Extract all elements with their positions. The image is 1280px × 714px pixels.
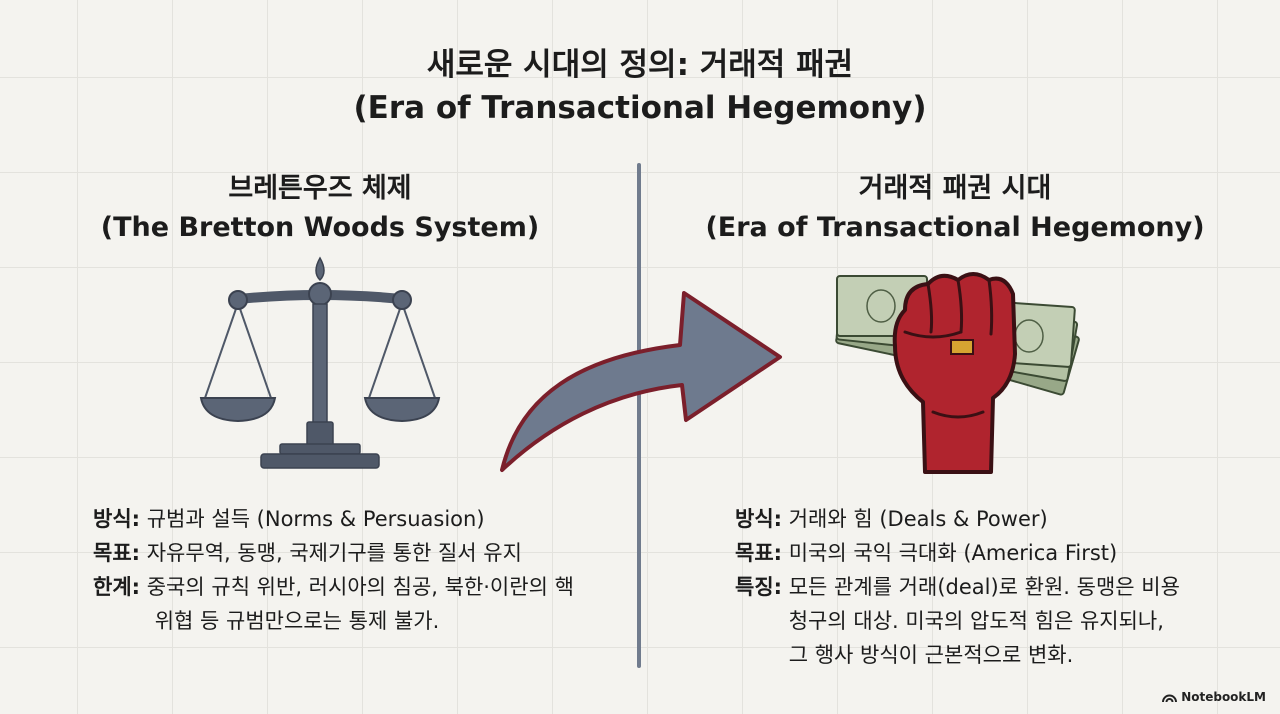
page-title-korean: 새로운 시대의 정의: 거래적 패권 (426, 47, 854, 83)
right-column-heading: 거래적 패권 시대 (Era of Transactional Hegemony… (705, 169, 1205, 247)
bullet-label: 한계: (93, 575, 141, 599)
right-bullet-list: 방식: 거래와 힘 (Deals & Power)목표: 미국의 국익 극대화 … (735, 502, 1180, 672)
bullet-text-line: 거래와 힘 (Deals & Power) (788, 507, 1048, 531)
right-bullet-item: 목표: 미국의 국익 극대화 (America First) (735, 536, 1180, 570)
right-bullet-item: 방식: 거래와 힘 (Deals & Power) (735, 502, 1180, 536)
bullet-text: 자유무역, 동맹, 국제기구를 통한 질서 유지 (147, 536, 522, 570)
bullet-text: 미국의 국익 극대화 (America First) (789, 536, 1117, 570)
fist-with-money-icon (835, 272, 1080, 474)
page-title: 새로운 시대의 정의: 거래적 패권 (Era of Transactional… (0, 44, 1280, 130)
page-title-english: (Era of Transactional Hegemony) (353, 90, 927, 126)
brand-label: NotebookLM (1181, 690, 1266, 704)
bullet-text-line: 규범과 설득 (Norms & Persuasion) (146, 507, 485, 531)
center-divider (637, 163, 641, 668)
right-heading-english: (Era of Transactional Hegemony) (705, 212, 1205, 243)
left-heading-korean: 브레튼우즈 체제 (228, 173, 412, 204)
left-bullet-item: 목표: 자유무역, 동맹, 국제기구를 통한 질서 유지 (93, 536, 574, 570)
brand-badge: NotebookLM (1162, 690, 1266, 704)
bullet-text: 규범과 설득 (Norms & Persuasion) (147, 502, 485, 536)
bullet-text-line: 중국의 규칙 위반, 러시아의 침공, 북한·이란의 핵 (146, 575, 574, 599)
bullet-label: 목표: (93, 541, 141, 565)
bullet-label: 특징: (735, 575, 783, 599)
bullet-label: 목표: (735, 541, 783, 565)
bullet-text-line: 자유무역, 동맹, 국제기구를 통한 질서 유지 (146, 541, 522, 565)
balance-scale-icon (199, 256, 441, 469)
bullet-text-line: 그 행사 방식이 근본적으로 변화. (788, 643, 1074, 667)
bullet-label: 방식: (735, 507, 783, 531)
right-heading-korean: 거래적 패권 시대 (858, 173, 1052, 204)
bullet-text-line: 위협 등 규범만으로는 통제 불가. (154, 609, 440, 633)
bullet-label: 방식: (93, 507, 141, 531)
left-heading-english: (The Bretton Woods System) (100, 212, 540, 243)
bullet-text-line: 청구의 대상. 미국의 압도적 힘은 유지되나, (788, 609, 1164, 633)
curved-arrow-icon (500, 291, 782, 472)
notebooklm-logo-icon (1162, 694, 1178, 702)
bullet-text-line: 모든 관계를 거래(deal)로 환원. 동맹은 비용 (788, 575, 1180, 599)
left-bullet-item: 방식: 규범과 설득 (Norms & Persuasion) (93, 502, 574, 536)
left-bullet-list: 방식: 규범과 설득 (Norms & Persuasion)목표: 자유무역,… (93, 502, 574, 638)
left-column-heading: 브레튼우즈 체제 (The Bretton Woods System) (70, 169, 570, 247)
bullet-text-line: 미국의 국익 극대화 (America First) (788, 541, 1118, 565)
bullet-text: 거래와 힘 (Deals & Power) (789, 502, 1048, 536)
